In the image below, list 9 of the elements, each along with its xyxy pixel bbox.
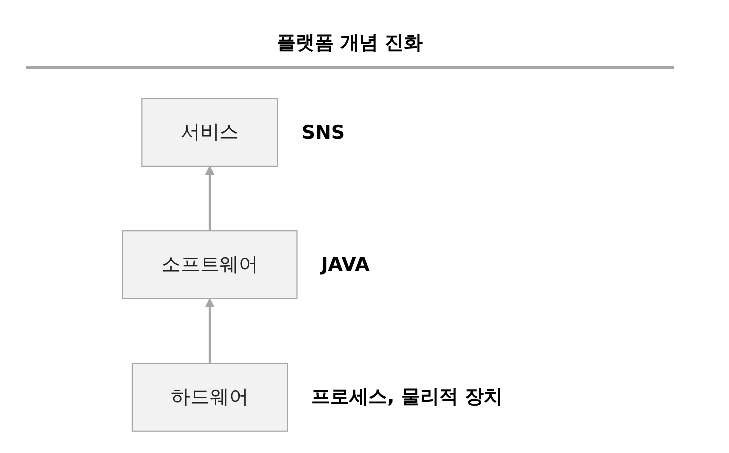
side-note: SNS — [302, 122, 346, 144]
diagram-title: 플랫폼 개념 진화 — [276, 31, 424, 56]
side-note: JAVA — [321, 254, 370, 276]
node-box: 하드웨어 — [132, 363, 288, 432]
arrow — [205, 298, 215, 364]
arrow — [205, 166, 215, 232]
node-box: 소프트웨어 — [122, 230, 298, 300]
node-box: 서비스 — [142, 98, 278, 167]
side-note: 프로세스, 물리적 장치 — [312, 385, 503, 410]
